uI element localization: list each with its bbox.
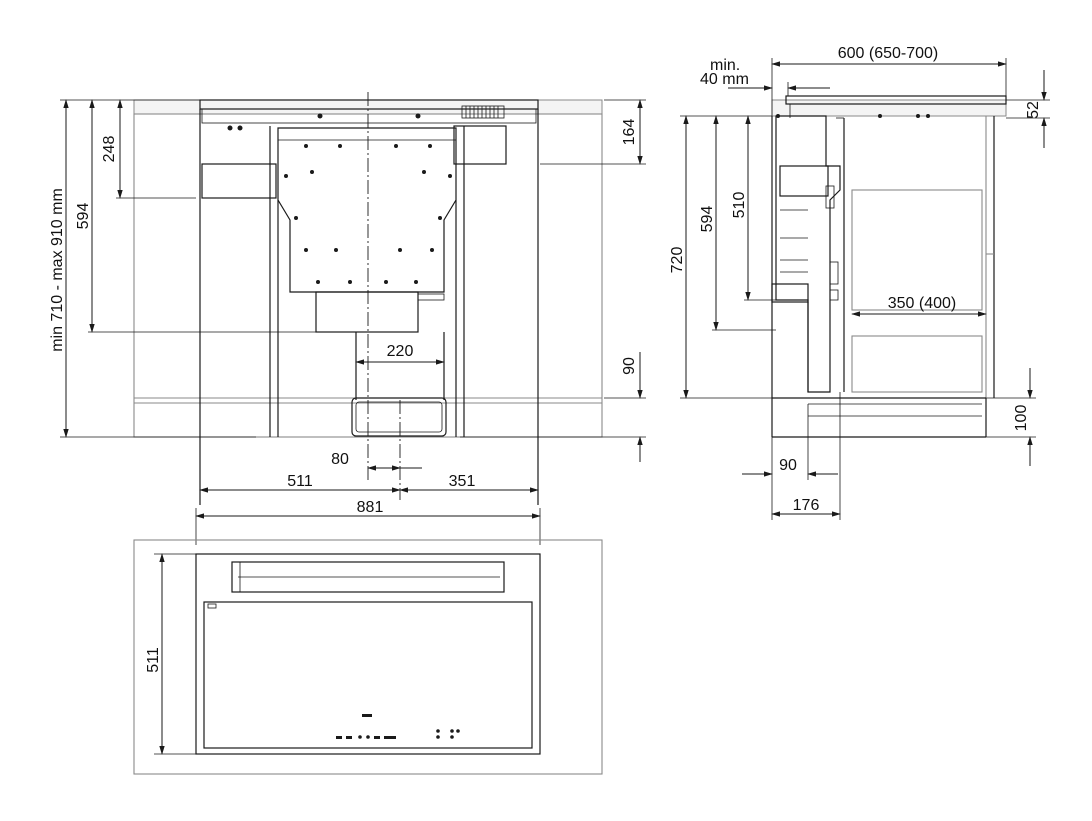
side-unit-body (775, 115, 841, 393)
label-511: 511 (287, 473, 313, 490)
top-hob-outline (195, 553, 541, 755)
side-view: 600 (650-700) min. 40 mm 52 720 594 510 … (669, 45, 1050, 520)
label-248: 248 (101, 136, 118, 163)
label-40mm: 40 mm (700, 71, 749, 88)
front-screws (227, 113, 452, 284)
label-164: 164 (621, 119, 638, 146)
front-duct (355, 332, 445, 400)
label-total-height: min 710 - max 910 mm (49, 188, 66, 352)
front-filter-box (315, 291, 419, 333)
label-350: 350 (400) (888, 295, 957, 312)
front-view: min 710 - max 910 mm 594 248 164 90 220 … (49, 92, 646, 545)
side-drawer-bottom (851, 335, 983, 393)
label-220: 220 (387, 343, 414, 360)
label-351: 351 (449, 473, 476, 490)
top-view: 511 (133, 539, 603, 775)
label-100: 100 (1013, 405, 1030, 432)
label-90-front: 90 (621, 357, 638, 375)
top-cooking-zone (203, 601, 533, 749)
side-motor-box (779, 165, 829, 197)
label-594-side: 594 (699, 206, 716, 233)
label-min: min. (710, 57, 740, 74)
front-right-box (453, 125, 507, 165)
label-594-front: 594 (75, 203, 92, 230)
label-176: 176 (793, 497, 820, 514)
top-controls (336, 714, 460, 739)
label-720: 720 (669, 247, 686, 274)
label-881: 881 (357, 499, 384, 516)
front-left-box (201, 163, 277, 199)
side-filter-box (771, 283, 809, 303)
top-worktop (133, 539, 603, 775)
label-511-top: 511 (145, 647, 162, 673)
front-extractor-body (277, 127, 457, 293)
label-80: 80 (331, 451, 349, 468)
label-52: 52 (1025, 101, 1042, 119)
side-drawer-top (851, 189, 983, 311)
front-grille (461, 105, 505, 119)
front-duct-outlet (351, 397, 447, 437)
label-600: 600 (650-700) (838, 45, 939, 62)
label-90-side: 90 (779, 457, 797, 474)
label-510: 510 (731, 192, 748, 219)
side-worktop (771, 99, 1007, 117)
